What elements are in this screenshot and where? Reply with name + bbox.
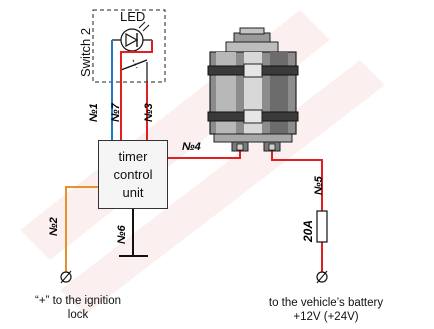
wire-label-7: №7 [110,103,122,122]
wire-label-3: №3 [143,103,155,122]
battery-caption: to the vehicle’s battery +12V (+24V) [246,296,406,324]
unit-label-line2: control [113,166,153,182]
wire-label-4: №4 [182,141,201,153]
ignition-caption-line1: “+” to the ignition [35,295,121,307]
battery-caption-line1: to the vehicle’s battery [268,297,384,309]
actuator-device [207,27,299,152]
led-symbol [112,21,152,52]
battery-terminal [316,270,328,284]
ignition-terminal [60,270,72,284]
watermark [20,10,385,315]
ignition-caption: “+” to the ignition lock [8,294,148,322]
wire-7 [120,40,153,140]
wire-5 [271,150,323,272]
unit-label-line3: unit [122,184,144,200]
wire-label-5: №5 [313,176,325,195]
ignition-caption-line2: lock [67,309,89,321]
fuse-symbol [316,210,328,243]
wire-4 [168,150,241,159]
switch-label: Switch 2 [78,27,93,77]
wire-label-1: №1 [88,103,100,122]
switch-symbol [120,59,148,82]
wire-label-2: №2 [48,217,60,236]
led-label: LED [120,9,146,24]
switch-enclosure [92,9,166,83]
wire-label-6: №6 [116,225,128,244]
battery-caption-line2: +12V (+24V) [293,311,359,323]
wire-2 [65,186,98,272]
fuse-label: 20A [301,219,315,242]
timer-control-unit: timer control unit [98,140,168,209]
unit-label-line1: timer [118,148,148,164]
